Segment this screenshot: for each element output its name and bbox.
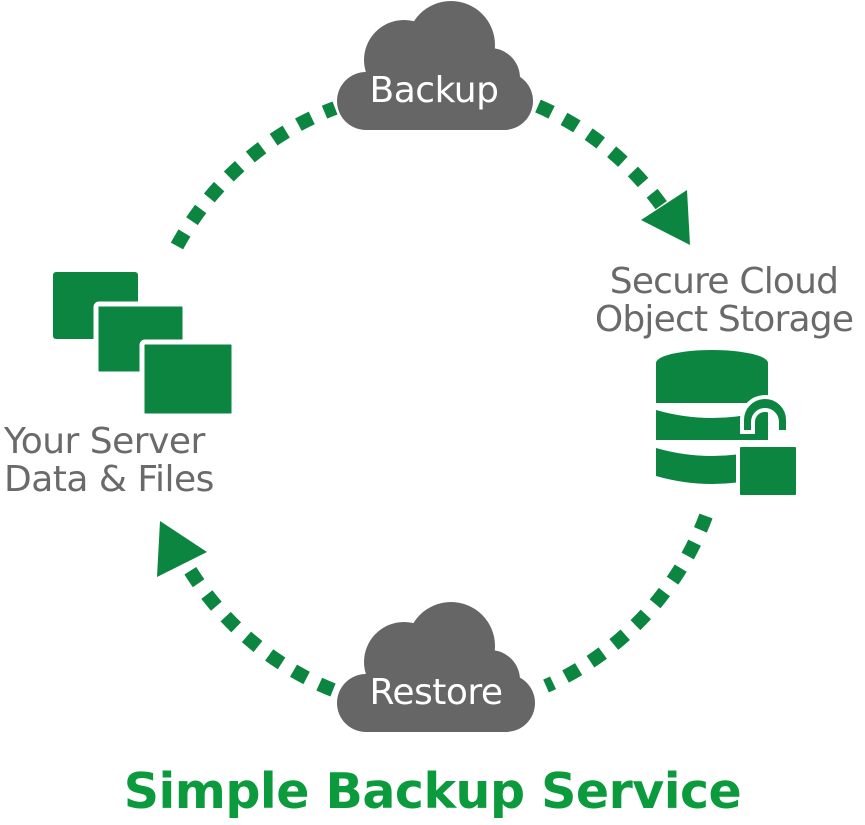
arc-source-to-backup: [170, 101, 338, 250]
cloud-icon-restore: [337, 602, 535, 732]
arc-restore-to-source: [182, 563, 336, 697]
source-label: Your Server Data & Files: [4, 423, 214, 499]
backup-label: Backup: [369, 70, 499, 111]
arc-storage-to-restore: [543, 513, 713, 693]
restore-label: Restore: [369, 672, 503, 713]
storage-label-line-2: Object Storage: [594, 299, 854, 340]
flow-arrows: [170, 99, 713, 697]
server-files-icon: [53, 272, 237, 419]
cloud-icon-backup: [337, 1, 533, 130]
storage-label: Secure Cloud Object Storage: [582, 263, 865, 339]
database-lock-icon: [656, 350, 800, 499]
source-label-line-2: Data & Files: [4, 459, 214, 500]
arrowhead-to-storage: [641, 190, 690, 245]
diagram-title: Simple Backup Service: [123, 763, 742, 820]
arrowhead-to-source: [157, 521, 207, 577]
storage-label-line-1: Secure Cloud: [609, 261, 839, 302]
source-label-line-1: Your Server: [4, 421, 205, 462]
arc-backup-to-storage: [535, 99, 674, 219]
